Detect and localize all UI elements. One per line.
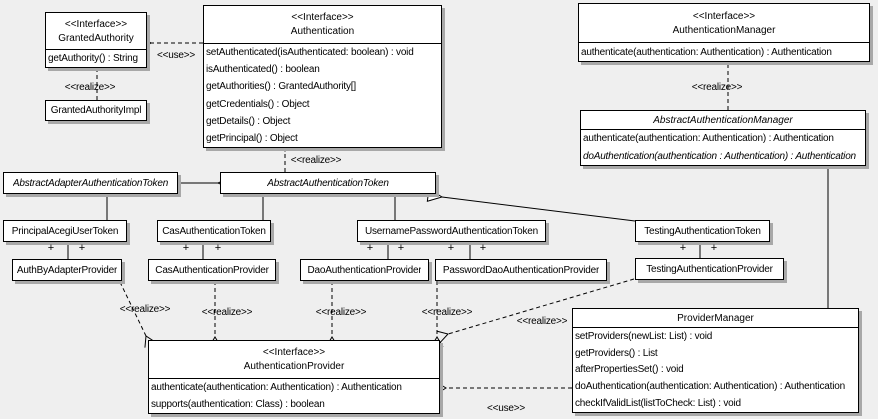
class-name: PrincipalAcegiUserToken bbox=[11, 225, 119, 237]
method: setAuthenticated(isAuthenticated: boolea… bbox=[206, 47, 414, 59]
stereotype-label: <<Interface>> bbox=[692, 10, 756, 22]
stereotype-label: <<Interface>> bbox=[291, 12, 354, 23]
realize-label: <<realize>> bbox=[315, 307, 367, 318]
plus-multiplicity: + bbox=[447, 242, 455, 254]
class-name: CasAuthenticationToken bbox=[162, 225, 266, 237]
class-auth-by-adapter-provider[interactable]: AuthByAdapterProvider bbox=[12, 259, 122, 281]
class-authentication-provider[interactable]: <<Interface>> AuthenticationProvider aut… bbox=[148, 340, 440, 414]
stereotype-label: <<Interface>> bbox=[262, 347, 326, 358]
plus-multiplicity: + bbox=[679, 242, 687, 254]
realize-label: <<realize>> bbox=[421, 307, 473, 318]
method: authenticate(authentication: Authenticat… bbox=[583, 133, 834, 145]
class-name: AuthByAdapterProvider bbox=[16, 264, 118, 276]
realize-label: <<realize>> bbox=[64, 82, 116, 93]
plus-multiplicity: + bbox=[214, 242, 222, 254]
realize-label: <<realize>> bbox=[119, 304, 171, 315]
class-name: ProviderManager bbox=[677, 312, 754, 324]
method: afterPropertiesSet() : void bbox=[575, 364, 684, 376]
use-label: <<use>> bbox=[156, 50, 196, 61]
class-name: TestingAuthenticationToken bbox=[644, 225, 761, 237]
class-abstract-authentication-token[interactable]: AbstractAuthenticationToken bbox=[220, 172, 436, 194]
method-compartment: setProviders(newList: List) : void getPr… bbox=[573, 328, 858, 412]
class-name: CasAuthenticationProvider bbox=[155, 264, 269, 276]
realize-label: <<realize>> bbox=[290, 155, 342, 166]
method: doAuthentication(authentication : Authen… bbox=[583, 150, 856, 162]
class-cas-authentication-provider[interactable]: CasAuthenticationProvider bbox=[148, 259, 276, 281]
method: getDetails() : Object bbox=[206, 115, 291, 127]
method-compartment: getAuthority() : String bbox=[46, 50, 146, 67]
realize-label: <<realize>> bbox=[691, 82, 743, 93]
class-cas-authentication-token[interactable]: CasAuthenticationToken bbox=[157, 220, 271, 242]
class-provider-manager[interactable]: ProviderManager setProviders(newList: Li… bbox=[572, 308, 859, 413]
plus-multiplicity: + bbox=[182, 242, 190, 254]
method: getAuthorities() : GrantedAuthority[] bbox=[206, 81, 356, 93]
class-username-password-authentication-token[interactable]: UsernamePasswordAuthenticationToken bbox=[357, 220, 546, 242]
class-header: ProviderManager bbox=[573, 309, 858, 328]
method: getAuthority() : String bbox=[48, 53, 138, 64]
use-label: <<use>> bbox=[486, 403, 526, 414]
class-abstract-adapter-authentication-token[interactable]: AbstractAdapterAuthenticationToken bbox=[3, 172, 178, 194]
realize-label: <<realize>> bbox=[201, 307, 253, 318]
plus-multiplicity: + bbox=[479, 242, 487, 254]
plus-multiplicity: + bbox=[366, 242, 374, 254]
method: checkIfValidList(listToCheck: List) : vo… bbox=[575, 398, 741, 410]
class-name: AuthenticationProvider bbox=[243, 361, 345, 372]
class-header: <<Interface>> Authentication bbox=[204, 6, 441, 44]
method: authenticate(authentication: Authenticat… bbox=[151, 382, 402, 393]
method: supports(authentication: Class) : boolea… bbox=[151, 399, 325, 410]
method: setProviders(newList: List) : void bbox=[575, 330, 713, 342]
class-header: <<Interface>> GrantedAuthority bbox=[46, 13, 146, 50]
class-principal-acegi-user-token[interactable]: PrincipalAcegiUserToken bbox=[3, 220, 127, 242]
method: authenticate(authentication: Authenticat… bbox=[581, 46, 832, 58]
method-compartment: authenticate(authentication: Authenticat… bbox=[149, 379, 439, 413]
plus-multiplicity: + bbox=[78, 242, 86, 254]
class-authentication[interactable]: <<Interface>> Authentication setAuthenti… bbox=[203, 5, 442, 148]
class-name: AbstractAuthenticationManager bbox=[653, 114, 793, 126]
method-compartment: setAuthenticated(isAuthenticated: boolea… bbox=[204, 44, 441, 147]
class-granted-authority-impl[interactable]: GrantedAuthorityImpl bbox=[45, 100, 147, 121]
class-granted-authority[interactable]: <<Interface>> GrantedAuthority getAuthor… bbox=[45, 12, 147, 68]
class-testing-authentication-token[interactable]: TestingAuthenticationToken bbox=[635, 220, 770, 242]
class-password-dao-authentication-provider[interactable]: PasswordDaoAuthenticationProvider bbox=[435, 259, 607, 281]
class-name: GrantedAuthorityImpl bbox=[50, 105, 142, 116]
method: getCredentials() : Object bbox=[206, 98, 310, 110]
method: getProviders() : List bbox=[575, 347, 658, 359]
class-dao-authentication-provider[interactable]: DaoAuthenticationProvider bbox=[300, 259, 429, 281]
stereotype-label: <<Interface>> bbox=[64, 18, 128, 30]
class-header: <<Interface>> AuthenticationProvider bbox=[149, 341, 439, 379]
class-name: AbstractAuthenticationToken bbox=[267, 177, 389, 189]
class-name: AbstractAdapterAuthenticationToken bbox=[12, 177, 169, 189]
plus-multiplicity: + bbox=[397, 242, 405, 254]
class-header: <<Interface>> AuthenticationManager bbox=[579, 4, 869, 43]
class-name: DaoAuthenticationProvider bbox=[307, 264, 422, 276]
method-compartment: authenticate(authentication: Authenticat… bbox=[581, 130, 865, 165]
plus-multiplicity: + bbox=[47, 242, 55, 254]
class-name: PasswordDaoAuthenticationProvider bbox=[442, 264, 600, 276]
class-name: TestingAuthenticationProvider bbox=[646, 263, 773, 275]
class-name: GrantedAuthority bbox=[58, 32, 134, 44]
class-name: UsernamePasswordAuthenticationToken bbox=[364, 225, 539, 237]
class-header: AbstractAuthenticationManager bbox=[581, 111, 865, 130]
class-authentication-manager[interactable]: <<Interface>> AuthenticationManager auth… bbox=[578, 3, 870, 62]
realize-label: <<realize>> bbox=[516, 316, 568, 327]
class-abstract-authentication-manager[interactable]: AbstractAuthenticationManager authentica… bbox=[580, 110, 866, 166]
class-testing-authentication-provider[interactable]: TestingAuthenticationProvider bbox=[635, 258, 784, 280]
class-name: AuthenticationManager bbox=[672, 24, 776, 36]
class-name: Authentication bbox=[290, 26, 355, 37]
method: isAuthenticated() : boolean bbox=[206, 64, 320, 76]
method: getPrincipal() : Object bbox=[206, 132, 298, 144]
method-compartment: authenticate(authentication: Authenticat… bbox=[579, 43, 869, 61]
plus-multiplicity: + bbox=[710, 242, 718, 254]
method: doAuthentication(authentication: Authent… bbox=[575, 381, 845, 393]
